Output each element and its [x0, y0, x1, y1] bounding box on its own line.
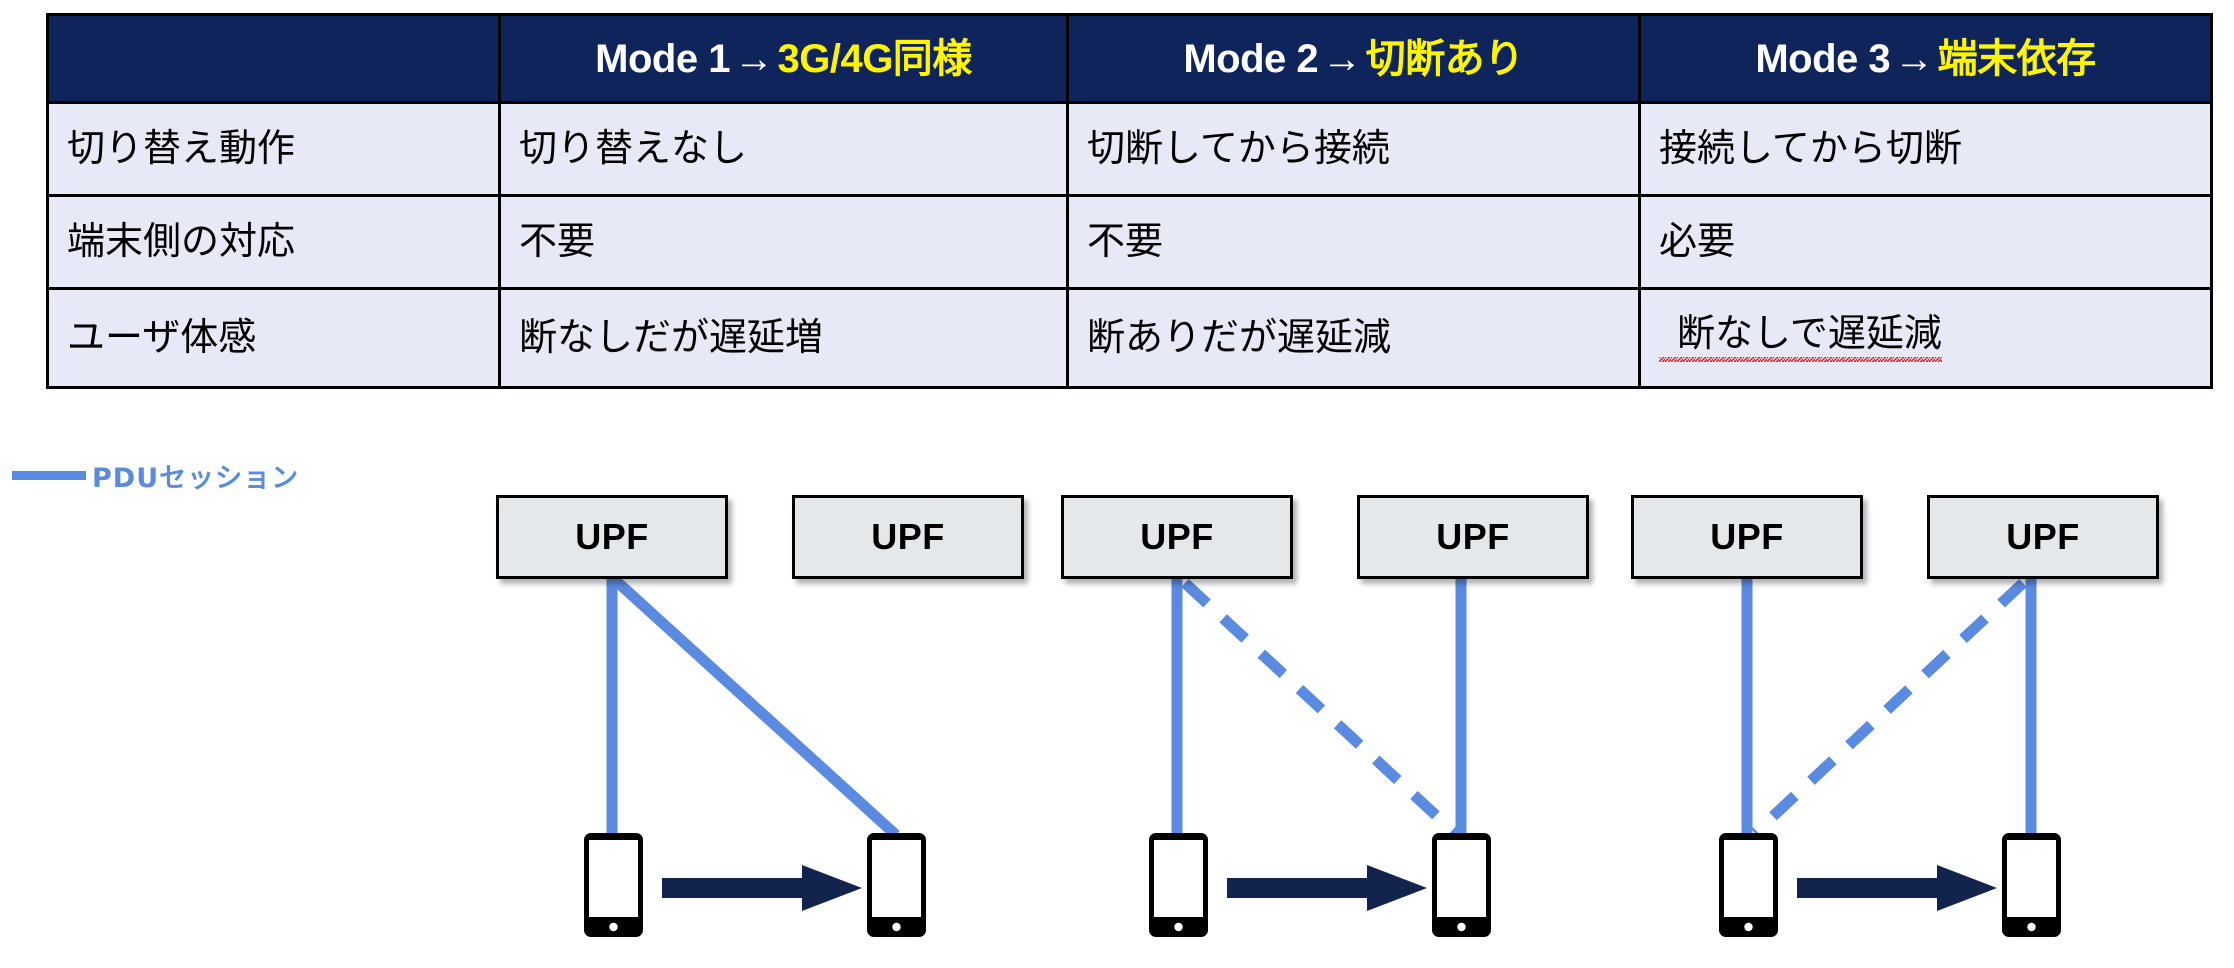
cell-mode1: 不要: [498, 194, 1069, 290]
cell-value: 接続してから切断: [1659, 126, 1962, 171]
table-row: 端末側の対応 不要 不要 必要: [46, 194, 2213, 290]
row-label-cell: ユーザ体感: [46, 287, 501, 389]
upf-label: UPF: [1710, 516, 1784, 557]
upf-box-left: UPF: [1061, 495, 1293, 579]
row-label: ユーザ体感: [67, 315, 257, 360]
upf-box-right: UPF: [1357, 495, 1589, 579]
mode-comparison-table: Mode 1→3G/4G同様 Mode 2→切断あり Mode 3→端末依存 切…: [46, 13, 2213, 389]
cell-value: 切断してから接続: [1087, 126, 1390, 171]
diagram-mode2: UPF UPF: [1055, 495, 1615, 955]
cell-mode3: 必要: [1638, 194, 2213, 290]
cell-value: 不要: [1087, 219, 1164, 264]
row-label: 切り替え動作: [67, 126, 296, 171]
header-mode-label: Mode 1: [595, 36, 730, 81]
upf-label: UPF: [871, 516, 945, 557]
pdu-links-mode1: [606, 574, 900, 840]
phone-icon-target: [1432, 833, 1491, 937]
pdu-link-dashed-upf-left-to-phone-right: [1181, 578, 1459, 838]
pdu-link-solid-upf-left-to-phone-right: [610, 574, 900, 840]
upf-box-left: UPF: [1631, 495, 1863, 579]
phone-icon-target: [867, 833, 926, 937]
movement-arrow-icon: [662, 865, 862, 911]
header-mode-label: Mode 2: [1183, 36, 1319, 81]
diagram-mode3: UPF UPF: [1625, 495, 2185, 955]
header-mode-label: Mode 3: [1755, 36, 1891, 81]
table-header-mode3: Mode 3→端末依存: [1638, 13, 2213, 104]
phone-icon-source: [1149, 833, 1208, 937]
table-header-mode2: Mode 2→切断あり: [1066, 13, 1641, 104]
row-label-cell: 端末側の対応: [46, 194, 501, 290]
table-header-row: Mode 1→3G/4G同様 Mode 2→切断あり Mode 3→端末依存: [46, 13, 2213, 104]
upf-box-right: UPF: [1927, 495, 2159, 579]
header-highlight: 端末依存: [1937, 36, 2097, 81]
upf-label: UPF: [2006, 516, 2080, 557]
movement-arrow-icon: [1797, 865, 1997, 911]
cell-value-spellchecked: 断なしで遅延減: [1659, 311, 1942, 364]
upf-box-left: UPF: [496, 495, 728, 579]
legend-label: PDUセッション: [92, 463, 300, 494]
diagram-mode1: UPF UPF: [490, 495, 1050, 955]
phone-icon-source: [584, 833, 643, 937]
upf-label: UPF: [575, 516, 649, 557]
cell-mode2: 切断してから接続: [1066, 101, 1641, 197]
cell-mode1: 断なしだが遅延増: [498, 287, 1069, 389]
cell-value: 断ありだが遅延減: [1087, 315, 1392, 360]
header-highlight: 切断あり: [1365, 36, 1525, 81]
pdu-link-dashed-upf-right-to-phone-left: [1751, 578, 2027, 838]
cell-value: 不要: [519, 219, 596, 264]
pdu-links-mode3: [1741, 578, 2037, 838]
right-arrow-icon: →: [1894, 36, 1934, 81]
upf-box-right: UPF: [792, 495, 1024, 579]
cell-value: 断なしだが遅延増: [519, 315, 824, 360]
row-label-cell: 切り替え動作: [46, 101, 501, 197]
upf-label: UPF: [1436, 516, 1510, 557]
phone-icon-source: [1719, 833, 1778, 937]
row-label: 端末側の対応: [67, 219, 296, 264]
cell-mode2: 不要: [1066, 194, 1641, 290]
legend: PDUセッション: [12, 456, 299, 495]
pdu-links-mode2: [1171, 578, 1467, 838]
cell-value: 必要: [1659, 219, 1736, 264]
cell-value: 切り替えなし: [519, 126, 748, 171]
table-corner-cell: [46, 13, 501, 104]
movement-arrow-icon: [1227, 865, 1427, 911]
right-arrow-icon: →: [733, 36, 774, 81]
header-highlight: 3G/4G同様: [777, 36, 972, 81]
pdu-session-line-swatch: [12, 471, 86, 480]
table-row: 切り替え動作 切り替えなし 切断してから接続 接続してから切断: [46, 101, 2213, 197]
table-row: ユーザ体感 断なしだが遅延増 断ありだが遅延減 断なしで遅延減: [46, 287, 2213, 389]
phone-icon-target: [2002, 833, 2061, 937]
cell-mode2: 断ありだが遅延減: [1066, 287, 1641, 389]
cell-mode1: 切り替えなし: [498, 101, 1069, 197]
right-arrow-icon: →: [1322, 36, 1362, 81]
cell-mode3: 接続してから切断: [1638, 101, 2213, 197]
cell-mode3: 断なしで遅延減: [1638, 287, 2213, 389]
table-header-mode1: Mode 1→3G/4G同様: [498, 13, 1069, 104]
upf-label: UPF: [1140, 516, 1214, 557]
